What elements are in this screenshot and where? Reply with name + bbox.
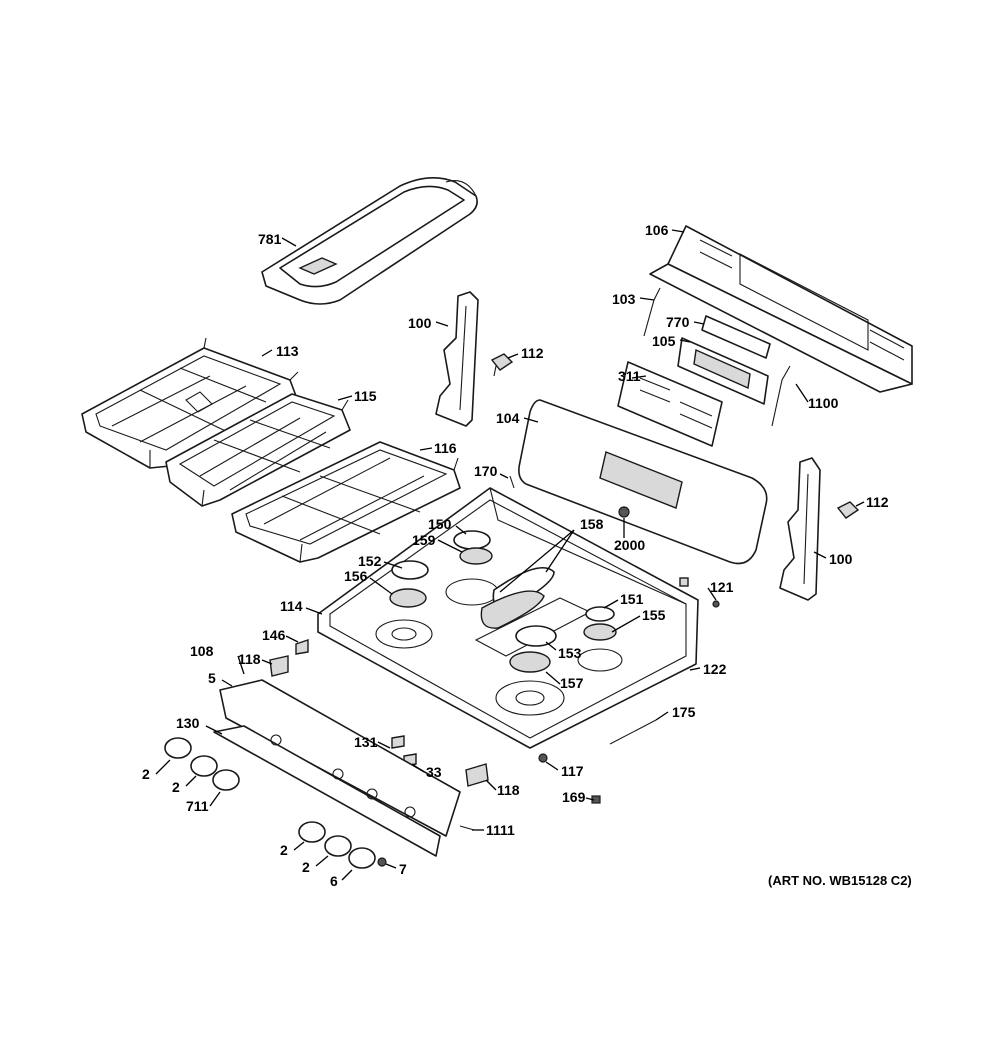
callout-158: 158	[580, 516, 604, 532]
clip-1111	[459, 825, 475, 831]
callout-labels: 781 113 115 116 100 112 106 103 770 105 …	[142, 222, 889, 889]
callout-153: 153	[558, 645, 582, 661]
oval-burner-part	[480, 566, 555, 629]
part-121	[679, 577, 689, 587]
callout-2-a: 2	[142, 766, 150, 782]
callout-118-lower: 118	[497, 782, 520, 798]
burner-head-156	[389, 588, 427, 608]
right-grate-part	[231, 441, 461, 563]
callout-121: 121	[710, 579, 734, 595]
left-grate-part	[81, 337, 299, 469]
left-bracket-part	[490, 353, 514, 377]
callout-104: 104	[496, 410, 520, 426]
callout-130: 130	[176, 715, 200, 731]
burner-head-155	[583, 623, 617, 641]
callout-1100: 1100	[808, 395, 839, 411]
burner-cap-153	[515, 625, 557, 647]
callout-105: 105	[652, 333, 676, 349]
callout-33: 33	[426, 764, 442, 780]
callout-770: 770	[666, 314, 690, 330]
control-board-part	[677, 315, 771, 405]
callout-2-b: 2	[172, 779, 180, 795]
callout-106: 106	[645, 222, 669, 238]
callout-115: 115	[354, 388, 377, 404]
callout-5: 5	[208, 670, 216, 686]
middle-grate-part	[165, 393, 351, 507]
callout-1111: 1111	[486, 822, 515, 838]
part-121b	[712, 600, 720, 608]
callout-7: 7	[399, 861, 407, 877]
part-175	[609, 719, 657, 745]
callout-103: 103	[612, 291, 636, 307]
callout-781: 781	[258, 231, 282, 247]
art-number-label: (ART NO. WB15128 C2)	[768, 873, 912, 888]
right-bracket-part	[836, 501, 860, 519]
callout-146: 146	[262, 627, 286, 643]
callout-155: 155	[642, 607, 666, 623]
callout-112-right: 112	[866, 494, 889, 510]
callout-170: 170	[474, 463, 498, 479]
callout-2000: 2000	[614, 537, 645, 553]
burner-head-157	[509, 651, 551, 673]
callout-169: 169	[562, 789, 586, 805]
callout-100-right: 100	[829, 551, 853, 567]
wire-harness-part	[643, 287, 661, 337]
callout-108: 108	[190, 643, 214, 659]
callout-112-left: 112	[521, 345, 544, 361]
callout-6: 6	[330, 873, 338, 889]
callout-152: 152	[358, 553, 382, 569]
right-side-trim-part	[779, 457, 821, 601]
callout-157: 157	[560, 675, 584, 691]
clip-118b	[465, 763, 489, 787]
griddle-part	[261, 177, 478, 305]
callout-100-left: 100	[408, 315, 432, 331]
callout-711: 711	[186, 798, 209, 814]
callout-151: 151	[620, 591, 644, 607]
callout-122: 122	[703, 661, 727, 677]
callout-2-d: 2	[302, 859, 310, 875]
knobs-part	[164, 737, 387, 869]
keypad-overlay-part	[617, 361, 723, 447]
clip-146	[295, 639, 309, 655]
callout-118-upper: 118	[238, 651, 261, 667]
callout-156: 156	[344, 568, 368, 584]
callout-159: 159	[412, 532, 436, 548]
clip-131	[391, 735, 405, 749]
callout-116: 116	[434, 440, 457, 456]
callout-117: 117	[561, 763, 584, 779]
callout-131: 131	[354, 734, 378, 750]
leader-lines	[155, 229, 865, 881]
manifold-panel-part	[213, 679, 461, 857]
callout-113: 113	[276, 343, 299, 359]
burner-cap-150	[453, 530, 491, 550]
callout-150: 150	[428, 516, 452, 532]
left-side-trim-part	[435, 291, 479, 427]
backsplash-panel-part	[518, 399, 768, 565]
burner-head-159	[459, 547, 493, 565]
wire-1100-part	[771, 365, 791, 427]
callout-114: 114	[280, 598, 303, 614]
part-170	[509, 475, 515, 489]
callout-311: 311	[618, 368, 641, 384]
part-117	[538, 753, 548, 763]
callout-175: 175	[672, 704, 696, 720]
clip-118a	[269, 655, 289, 677]
backguard-part	[649, 225, 913, 393]
callout-2-c: 2	[280, 842, 288, 858]
burner-cap-151	[585, 606, 615, 622]
burner-cap-152	[391, 560, 429, 580]
